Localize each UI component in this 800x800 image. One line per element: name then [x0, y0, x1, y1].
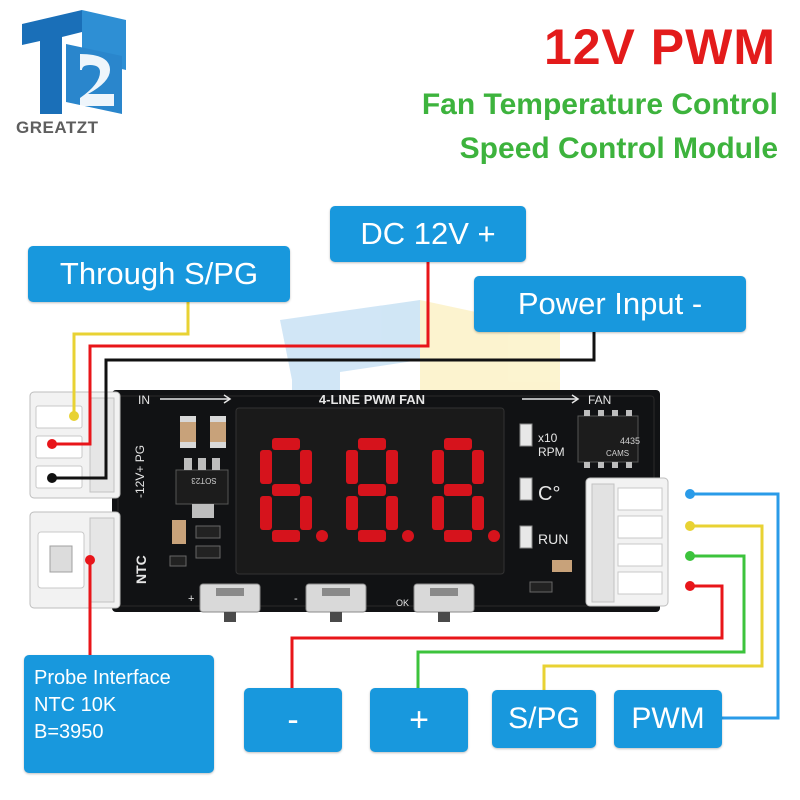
label-power-input: Power Input -: [474, 276, 746, 332]
board-run-label: RUN: [538, 531, 568, 547]
probe-line-3: B=3950: [34, 721, 104, 743]
board-in-label: IN: [138, 393, 150, 407]
label-through-spg: Through S/PG: [28, 246, 290, 302]
chip-text-1: 4435: [620, 436, 640, 446]
subtitle-line-2: Speed Control Module: [459, 132, 778, 165]
board-rpm-label: RPM: [538, 445, 565, 459]
display-segment: [300, 496, 312, 530]
board-pin-labels: -12V+ PG: [133, 445, 147, 498]
display-segment: [386, 450, 398, 484]
button-ok-label: OK: [396, 598, 409, 608]
regulator-text: SOT23: [191, 476, 217, 485]
board-header-text: 4-LINE PWM FAN: [319, 392, 425, 407]
display-decimal-point: [488, 530, 500, 542]
display-segment: [432, 496, 444, 530]
display-segment: [472, 496, 484, 530]
display-digits: [260, 438, 500, 542]
display-segment: [260, 496, 272, 530]
wire-fan-minus: [290, 584, 724, 688]
smd-components-left: [169, 416, 229, 567]
display-segment: [272, 438, 300, 450]
brand-name: GREATZT: [16, 118, 99, 137]
board-fan-label: FAN: [588, 393, 611, 407]
display-segment: [444, 438, 472, 450]
board-ntc-label: NTC: [133, 555, 149, 584]
wire-fan-spg: [542, 524, 764, 690]
display-segment: [346, 496, 358, 530]
display-segment: [432, 450, 444, 484]
smd-components-right: [519, 410, 639, 593]
display-segment: [472, 450, 484, 484]
display-segment: [358, 438, 386, 450]
subtitle-line-1: Fan Temperature Control: [421, 88, 778, 121]
label-plus: +: [370, 688, 468, 752]
button-minus-label: -: [294, 593, 298, 605]
display-segment: [358, 484, 386, 496]
wire-power-negative: [52, 330, 596, 480]
label-pwm: PWM: [614, 690, 722, 748]
tactile-buttons: [199, 583, 475, 622]
display-segment: [300, 450, 312, 484]
probe-line-1: Probe Interface: [34, 667, 171, 689]
label-probe-interface: Probe Interface NTC 10K B=3950: [24, 655, 214, 773]
label-minus: -: [244, 688, 342, 752]
display-segment: [444, 484, 472, 496]
label-dc-12v: DC 12V +: [330, 206, 526, 262]
label-spg: S/PG: [492, 690, 596, 748]
display-decimal-point: [402, 530, 414, 542]
display-segment: [260, 450, 272, 484]
wires: [52, 260, 780, 720]
display-decimal-point: [316, 530, 328, 542]
display-segment: [346, 450, 358, 484]
display-segment: [444, 530, 472, 542]
wire-fan-plus: [416, 554, 746, 688]
display-segment: [386, 496, 398, 530]
greatzt-logo: [22, 10, 126, 114]
display-segment: [358, 530, 386, 542]
board-x10-label: x10: [538, 431, 558, 445]
chip-text-2: CAMS: [606, 449, 629, 458]
wire-fan-pwm: [690, 492, 780, 720]
display-segment: [272, 530, 300, 542]
board-celsius-label: C°: [538, 483, 560, 505]
wire-dots: [47, 411, 695, 591]
probe-line-2: NTC 10K: [34, 694, 117, 716]
button-plus-label: +: [188, 593, 194, 605]
title-main: 12V PWM: [543, 19, 776, 75]
wire-dc-12v: [52, 260, 430, 446]
wire-spg-input: [72, 300, 190, 416]
display-segment: [272, 484, 300, 496]
